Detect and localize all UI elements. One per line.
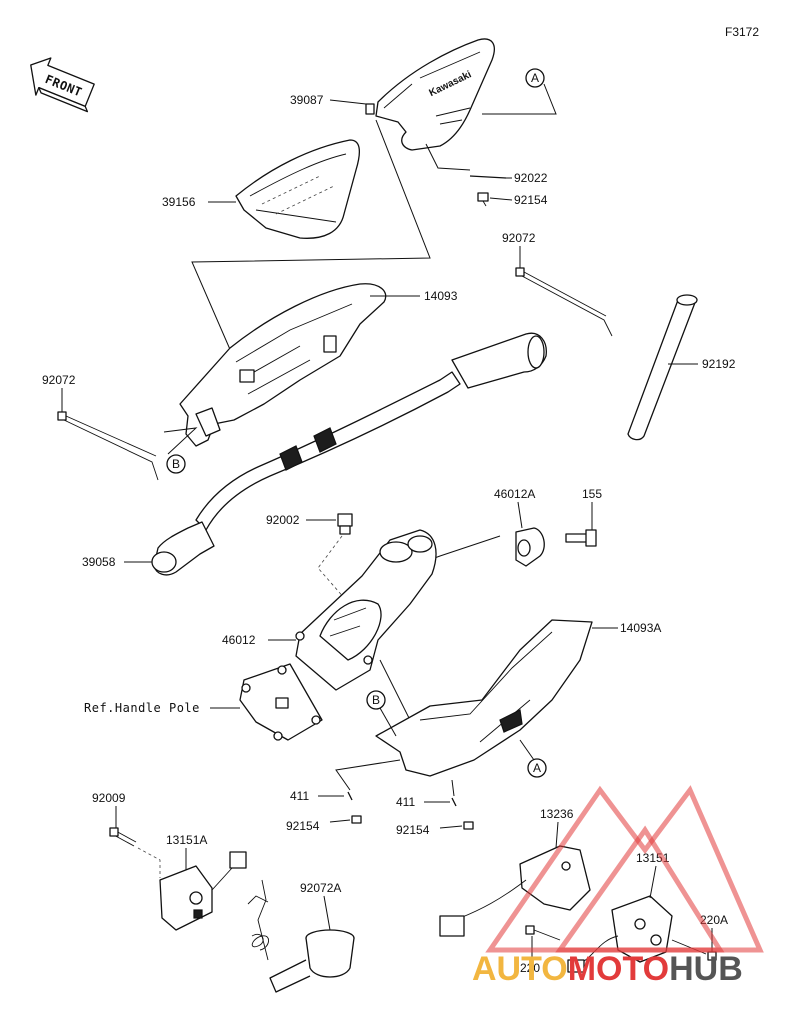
- clamp-46012A: [515, 527, 545, 567]
- bolt-92002: [337, 513, 353, 535]
- handlebar-39058: [151, 332, 547, 576]
- label-220A: 220A: [700, 913, 728, 927]
- label-39058: 39058: [82, 555, 116, 569]
- watermark-hub: HUB: [669, 950, 743, 988]
- screw-92154-left: [351, 815, 362, 824]
- svg-text:B: B: [172, 457, 180, 471]
- svg-text:A: A: [533, 761, 541, 775]
- label-411-left: 411: [290, 789, 309, 803]
- label-92154-top: 92154: [514, 193, 548, 207]
- lower-cover-14093A: [375, 619, 593, 777]
- cable-tie-92072-left: [57, 411, 159, 481]
- svg-text:A: A: [531, 71, 539, 85]
- label-39087: 39087: [290, 93, 324, 107]
- svg-text:AUTOMOTOHUB: AUTOMOTOHUB: [472, 950, 743, 988]
- front-direction-arrow: FRONT: [30, 57, 95, 113]
- label-39156: 39156: [162, 195, 196, 209]
- label-13236: 13236: [540, 807, 574, 821]
- label-46012: 46012: [222, 633, 256, 647]
- watermark-logo-mark: [485, 785, 764, 953]
- label-14093A: 14093A: [620, 621, 661, 635]
- label-92002: 92002: [266, 513, 300, 527]
- screw-220: [525, 925, 561, 941]
- label-92192: 92192: [702, 357, 736, 371]
- bolt-155: [565, 529, 597, 547]
- handle-pole-plate: [239, 663, 323, 741]
- upper-cover-39087: Kawasaki: [365, 38, 495, 151]
- svg-text:B: B: [372, 693, 380, 707]
- label-155: 155: [582, 487, 602, 501]
- label-92022: 92022: [514, 171, 548, 185]
- switch-13236: [439, 845, 591, 937]
- label-ref-handle-pole: Ref.Handle Pole: [84, 701, 200, 715]
- meter-39156: [235, 139, 361, 239]
- label-92072A: 92072A: [300, 881, 341, 895]
- watermark-auto: AUTO: [472, 950, 568, 988]
- callout-a-top: [525, 68, 545, 88]
- callout-a-mid: [527, 758, 547, 778]
- clamp-92072A: [247, 879, 355, 993]
- label-92154-left: 92154: [286, 819, 320, 833]
- screw-92154-right: [463, 821, 474, 830]
- label-14093: 14093: [424, 289, 458, 303]
- housing-14093: [179, 283, 387, 447]
- switch-13151A: [159, 851, 247, 931]
- label-46012A: 46012A: [494, 487, 535, 501]
- label-13151A: 13151A: [166, 833, 207, 847]
- cable-tie-92072-top: [515, 267, 613, 337]
- screw-92009: [109, 827, 137, 847]
- label-92072-top: 92072: [502, 231, 536, 245]
- tube-92192: [627, 294, 698, 441]
- label-220: 220: [520, 961, 540, 975]
- label-92009: 92009: [92, 791, 126, 805]
- watermark-text: AUTOMOTOHUB: [472, 950, 743, 988]
- watermark-moto: MOTO: [568, 950, 669, 988]
- callout-b-mid: [366, 690, 386, 710]
- label-92072-left: 92072: [42, 373, 76, 387]
- label-92154-right: 92154: [396, 823, 430, 837]
- callout-b-left: [166, 454, 186, 474]
- label-411-right: 411: [396, 795, 415, 809]
- screw-92154-top: [477, 192, 489, 207]
- holder-46012: [295, 529, 437, 691]
- figure-code: F3172: [725, 25, 759, 39]
